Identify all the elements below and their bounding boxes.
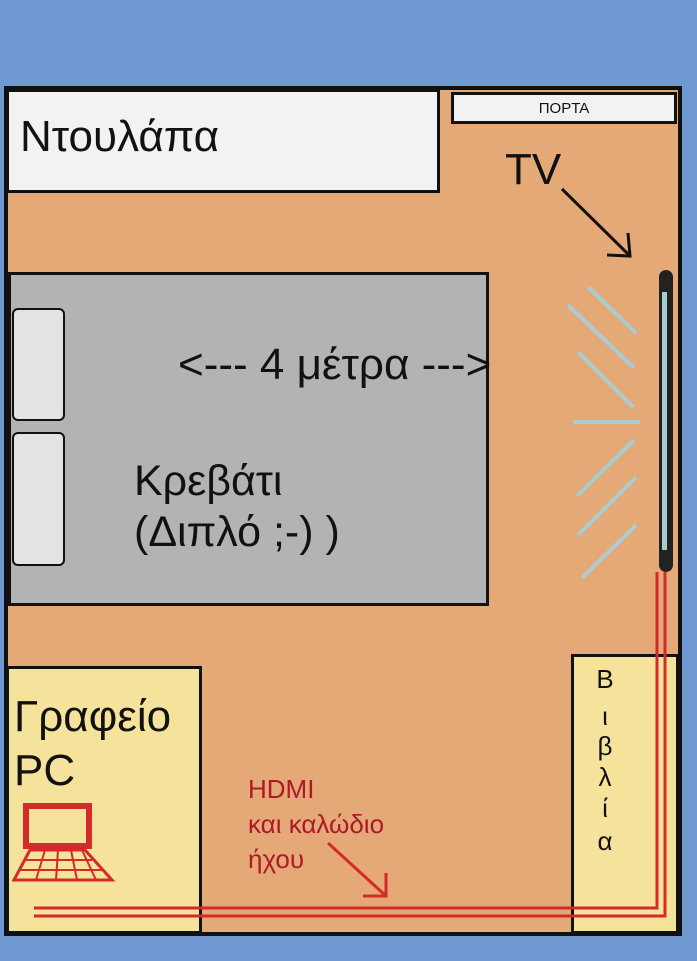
cable-label-line3: ήχου	[248, 844, 305, 874]
door-label: ΠΟΡΤΑ	[538, 100, 590, 117]
bed-label: Κρεβάτι (Διπλό ;-) )	[134, 456, 340, 558]
tv-arrow-icon	[560, 187, 632, 258]
bookshelf-letter: Β	[596, 664, 614, 694]
cable-label-line1: HDMI	[248, 774, 315, 804]
wardrobe	[6, 89, 440, 193]
bed-label-line2: (Διπλό ;-) )	[134, 508, 340, 556]
distance-label: <--- 4 μέτρα --->	[178, 340, 492, 389]
door	[451, 92, 677, 124]
desk-label: Γραφείο PC	[14, 690, 171, 798]
desk-label-line1: Γραφείο	[14, 692, 172, 741]
cable-label: HDMI και καλώδιο ήχου	[248, 772, 384, 877]
bed-label-line1: Κρεβάτι	[134, 457, 283, 505]
tv-label: TV	[505, 145, 562, 194]
pillow-top	[12, 308, 65, 421]
desk-label-line2: PC	[14, 746, 76, 795]
tv-icon	[659, 270, 673, 572]
bed	[8, 272, 489, 606]
bookshelf-letter: α	[597, 826, 613, 856]
cable-arrow-icon	[326, 841, 388, 898]
wardrobe-label: Ντουλάπα	[20, 112, 220, 161]
bookshelf-letter: β	[597, 731, 613, 761]
laptop-icon	[11, 803, 116, 882]
bookshelf	[571, 654, 679, 934]
bookshelf-letter: ι	[602, 701, 608, 731]
bookshelf-letter: λ	[598, 762, 612, 792]
bookshelf-letter: ί	[602, 793, 608, 823]
pillow-bottom	[12, 432, 65, 566]
cable-label-line2: και καλώδιο	[248, 809, 385, 839]
desk	[6, 666, 202, 934]
tv-glow-icon	[566, 285, 640, 580]
cable-icon	[34, 572, 667, 918]
